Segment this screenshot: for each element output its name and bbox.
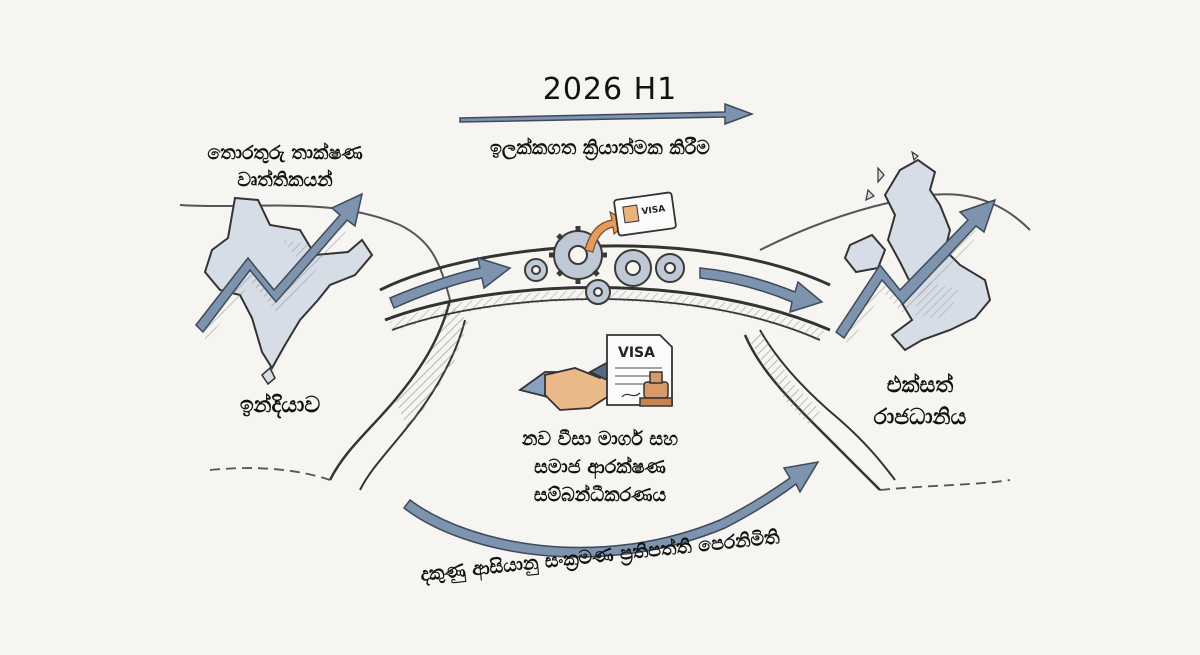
bottom-curved-arrow (402, 460, 820, 558)
visa-line3: සම්බන්ධීකරණය (533, 484, 667, 506)
handshake-icon (517, 358, 620, 411)
cliff-left (179, 204, 468, 491)
flow-arrow-right (699, 267, 824, 314)
uk-line1: එක්සත් (886, 373, 954, 398)
targeted-implementation-label: ඉලක්කගත ක්‍රියාත්මක කිරීම (490, 137, 710, 159)
flow-arrow-left (389, 256, 512, 310)
india-it-professionals-label: තොරතුරු තාක්ෂණ වෘත්තිකයන් (185, 140, 385, 194)
uk-growth-arrow-icon (834, 198, 997, 346)
stamp-icon (639, 371, 673, 407)
gears-icon (524, 226, 685, 305)
growth-arrow-icon (195, 192, 364, 342)
timeline-arrow (459, 102, 755, 126)
visa-social-security-label: නව වීසා මාර්ග සහ සමාජ ආරක්ෂණ සම්බන්ධීකරණ… (470, 425, 730, 509)
svg-text:VISA: VISA (641, 204, 666, 217)
india-it-line1: තොරතුරු තාක්ෂණ (207, 142, 363, 164)
svg-text:VISA: VISA (618, 345, 655, 361)
visa-line1: නව වීසා මාර්ග සහ (521, 428, 679, 450)
uk-label: එක්සත් රාජධානිය (850, 370, 990, 434)
visa-card-icon: VISA (613, 191, 677, 237)
period-label: 2026 H1 (542, 72, 678, 107)
india-label: ඉන්දියාව (239, 393, 321, 418)
uk-map-icon (843, 150, 992, 352)
india-it-line2: වෘත්තිකයන් (237, 169, 333, 191)
uk-line2: රාජධානිය (873, 405, 967, 430)
visa-line2: සමාජ ආරක්ෂණ (534, 456, 666, 478)
